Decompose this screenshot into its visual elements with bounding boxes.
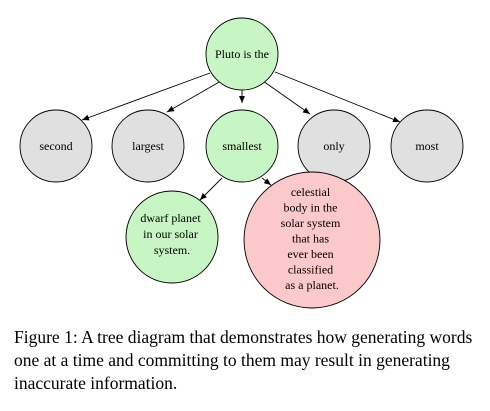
edge-root-most bbox=[274, 71, 401, 123]
node-celestial-body-line: that has bbox=[292, 232, 329, 246]
node-most-circle bbox=[390, 109, 464, 183]
node-second-label: second bbox=[39, 139, 72, 153]
node-celestial-body-line: solar system bbox=[281, 216, 341, 230]
node-dwarf-planet-line: in our solar bbox=[143, 227, 198, 241]
figure-caption: Figure 1: A tree diagram that demonstrat… bbox=[14, 327, 473, 393]
node-celestial-body-label: celestial body in the solar system that … bbox=[281, 185, 344, 292]
node-smallest-label: smallest bbox=[222, 139, 262, 153]
edge-root-largest bbox=[166, 80, 222, 113]
node-dwarf-planet-circle bbox=[125, 190, 219, 284]
node-celestial-body-line: body in the bbox=[284, 201, 338, 215]
node-largest-circle bbox=[111, 109, 185, 183]
node-second-circle bbox=[19, 109, 93, 183]
edge-smallest-celestial bbox=[261, 177, 272, 186]
node-only-label: only bbox=[323, 139, 344, 153]
node-dwarf-planet-line: system. bbox=[154, 243, 190, 257]
edge-root-second bbox=[81, 72, 211, 121]
node-root-circle bbox=[205, 17, 279, 91]
node-celestial-body-line: as a planet. bbox=[285, 278, 339, 292]
node-smallest-circle bbox=[205, 109, 279, 183]
node-root-label: Pluto is the bbox=[215, 47, 269, 61]
edge-smallest-dwarf bbox=[199, 177, 223, 201]
node-celestial-body-circle bbox=[243, 171, 381, 309]
node-largest-label: largest bbox=[132, 139, 164, 153]
node-celestial-body-line: ever been bbox=[287, 247, 333, 261]
node-celestial-body-line: classified bbox=[288, 263, 333, 277]
node-most-label: most bbox=[415, 139, 439, 153]
node-dwarf-planet-label: dwarf planet in our solar system. bbox=[140, 211, 203, 257]
node-celestial-body-line: celestial bbox=[291, 185, 331, 199]
tree-diagram: Pluto is the second largest smallest onl… bbox=[19, 17, 464, 309]
node-dwarf-planet-line: dwarf planet bbox=[140, 211, 201, 225]
edge-root-only bbox=[262, 80, 311, 115]
